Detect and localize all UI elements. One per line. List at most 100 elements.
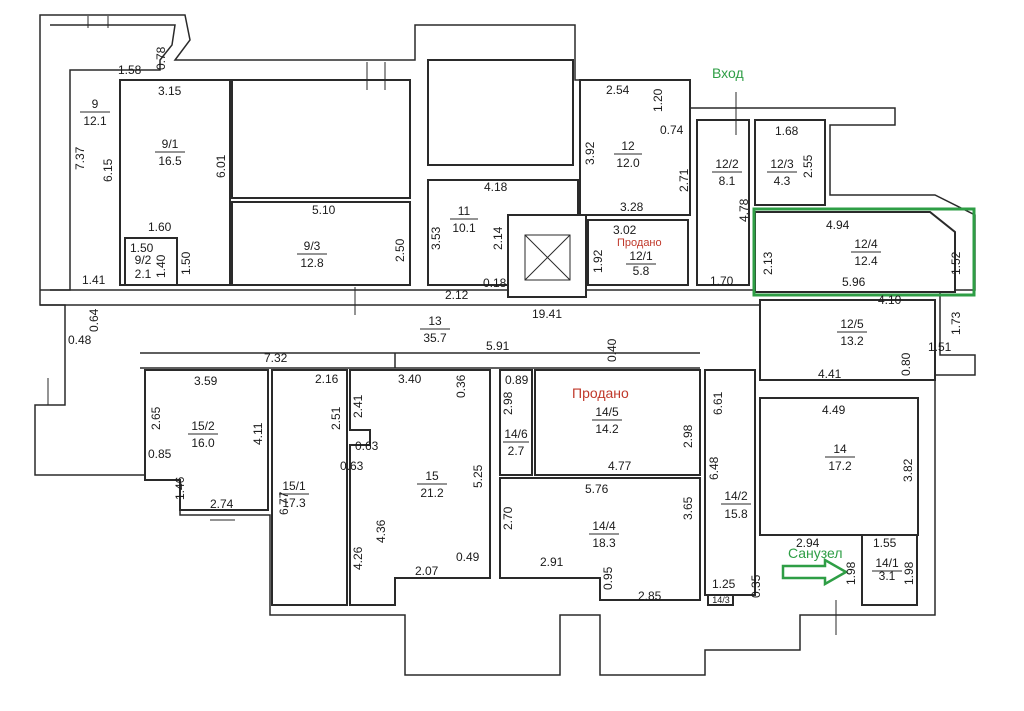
room-area: 12.1: [83, 114, 107, 128]
dimension-label: 3.53: [429, 226, 443, 250]
dimension-label: 2.70: [501, 506, 515, 530]
dimension-label: 2.74: [210, 497, 234, 511]
room-area: 35.7: [423, 331, 447, 345]
dimension-label: 4.36: [374, 519, 388, 543]
dimension-label: 6.77: [277, 491, 291, 515]
dimension-label: 2.13: [761, 251, 775, 275]
dimension-label: 1.50: [130, 241, 154, 255]
sold-label-middle: Продано: [572, 385, 629, 401]
dimension-label: 0.74: [660, 123, 684, 137]
dimension-label: 0.48: [68, 333, 92, 347]
room-area: 21.2: [420, 486, 444, 500]
dimension-label: 1.92: [591, 249, 605, 273]
entrance-label: Вход: [712, 65, 744, 81]
room-number: 12/5: [840, 317, 864, 331]
dimension-label: 0.80: [899, 352, 913, 376]
dimension-label: 0.40: [605, 338, 619, 362]
dimension-label: 4.18: [484, 180, 508, 194]
room-area: 4.3: [774, 174, 791, 188]
room-area: 12.8: [300, 256, 324, 270]
dimension-label: 19.41: [532, 307, 562, 321]
room-labels: 9 12.1 9/1 16.5 9/2 2.1 9/3 12.8 11 10.1…: [80, 97, 902, 605]
room-number: 14/2: [724, 489, 748, 503]
dimension-label: 1.20: [651, 88, 665, 112]
room-number: 9/1: [162, 137, 179, 151]
dimension-label: 0.89: [505, 373, 529, 387]
room-area: 8.1: [719, 174, 736, 188]
dimension-label: 1.25: [712, 577, 736, 591]
room-number: 13: [428, 314, 442, 328]
room-number: 14/3: [712, 595, 730, 605]
dimension-label: 5.96: [842, 275, 866, 289]
room-area: 13.2: [840, 334, 864, 348]
dimension-label: 5.76: [585, 482, 609, 496]
dimension-label: 4.26: [351, 546, 365, 570]
room-area: 15.8: [724, 507, 748, 521]
room-number: 12: [621, 139, 635, 153]
room-area: 18.3: [592, 536, 616, 550]
dimension-label: 5.25: [471, 464, 485, 488]
dimension-label: 0.63: [340, 459, 364, 473]
room-area: 17.2: [828, 459, 852, 473]
dimension-label: 0.35: [749, 574, 763, 598]
room-area: 17.3: [282, 496, 306, 510]
dimension-label: 1.68: [775, 124, 799, 138]
room-number: 14/4: [592, 519, 616, 533]
room-area: 12.4: [854, 254, 878, 268]
dimension-label: 6.61: [711, 391, 725, 415]
room-area: 16.0: [191, 436, 215, 450]
room-number: 14/6: [504, 427, 528, 441]
dimension-label: 4.78: [737, 198, 751, 222]
bathroom-label: Санузел: [788, 545, 843, 561]
dimension-label: 3.59: [194, 374, 218, 388]
room-number: 14/5: [595, 405, 619, 419]
dimension-label: 2.65: [149, 406, 163, 430]
dimension-label: 6.01: [214, 154, 228, 178]
room-area: 12.0: [616, 156, 640, 170]
dimension-label: 4.10: [878, 293, 902, 307]
dimension-label: 0.78: [154, 46, 168, 70]
room-number: 12/2: [715, 157, 739, 171]
dimension-label: 1.50: [179, 251, 193, 275]
dimension-label: 0.49: [456, 550, 480, 564]
rooms-bottom: [144, 369, 919, 606]
door-hatches: [47, 16, 837, 635]
dimension-label: 6.48: [707, 456, 721, 480]
dimension-label: 2.98: [681, 424, 695, 448]
dimension-label: 3.02: [613, 223, 637, 237]
room-area: 10.1: [452, 221, 476, 235]
room-number: 11: [458, 204, 471, 218]
room-number: 12/4: [854, 237, 878, 251]
dimension-label: 2.41: [351, 394, 365, 418]
dimension-label: 1.40: [154, 254, 168, 278]
dimension-label: 2.98: [501, 391, 515, 415]
dimension-label: 1.98: [902, 561, 916, 585]
dimension-label: 2.12: [445, 288, 469, 302]
room-area: 3.1: [879, 569, 896, 583]
dimension-label: 7.37: [73, 146, 87, 170]
dimension-label: 2.94: [796, 536, 820, 550]
dimension-label: 1.55: [873, 536, 897, 550]
dimension-label: 5.10: [312, 203, 336, 217]
dimension-label: 6.15: [101, 158, 115, 182]
rooms-top-left: [119, 59, 956, 381]
room-area: 14.2: [595, 422, 619, 436]
dimension-label: 1.60: [148, 220, 172, 234]
room-number: 12/3: [770, 157, 794, 171]
dimension-label: 4.49: [822, 403, 846, 417]
dimension-label: 2.55: [801, 154, 815, 178]
room-number: 15/1: [282, 479, 306, 493]
dimension-label: 1.73: [949, 311, 963, 335]
dimension-label: 0.85: [148, 447, 172, 461]
room-number: 9/3: [304, 239, 321, 253]
sold-label-top: Продано: [617, 237, 662, 249]
room-number: 14/1: [875, 556, 899, 570]
dimension-label: 2.14: [491, 226, 505, 250]
dimension-label: 1.70: [710, 274, 734, 288]
corridor-walls: [40, 289, 760, 369]
dimension-label: 0.36: [454, 374, 468, 398]
dimension-label: 0.63: [355, 439, 379, 453]
dimension-label: 3.15: [158, 84, 182, 98]
room-area: 2.7: [508, 444, 525, 458]
dimension-label: 4.94: [826, 218, 850, 232]
